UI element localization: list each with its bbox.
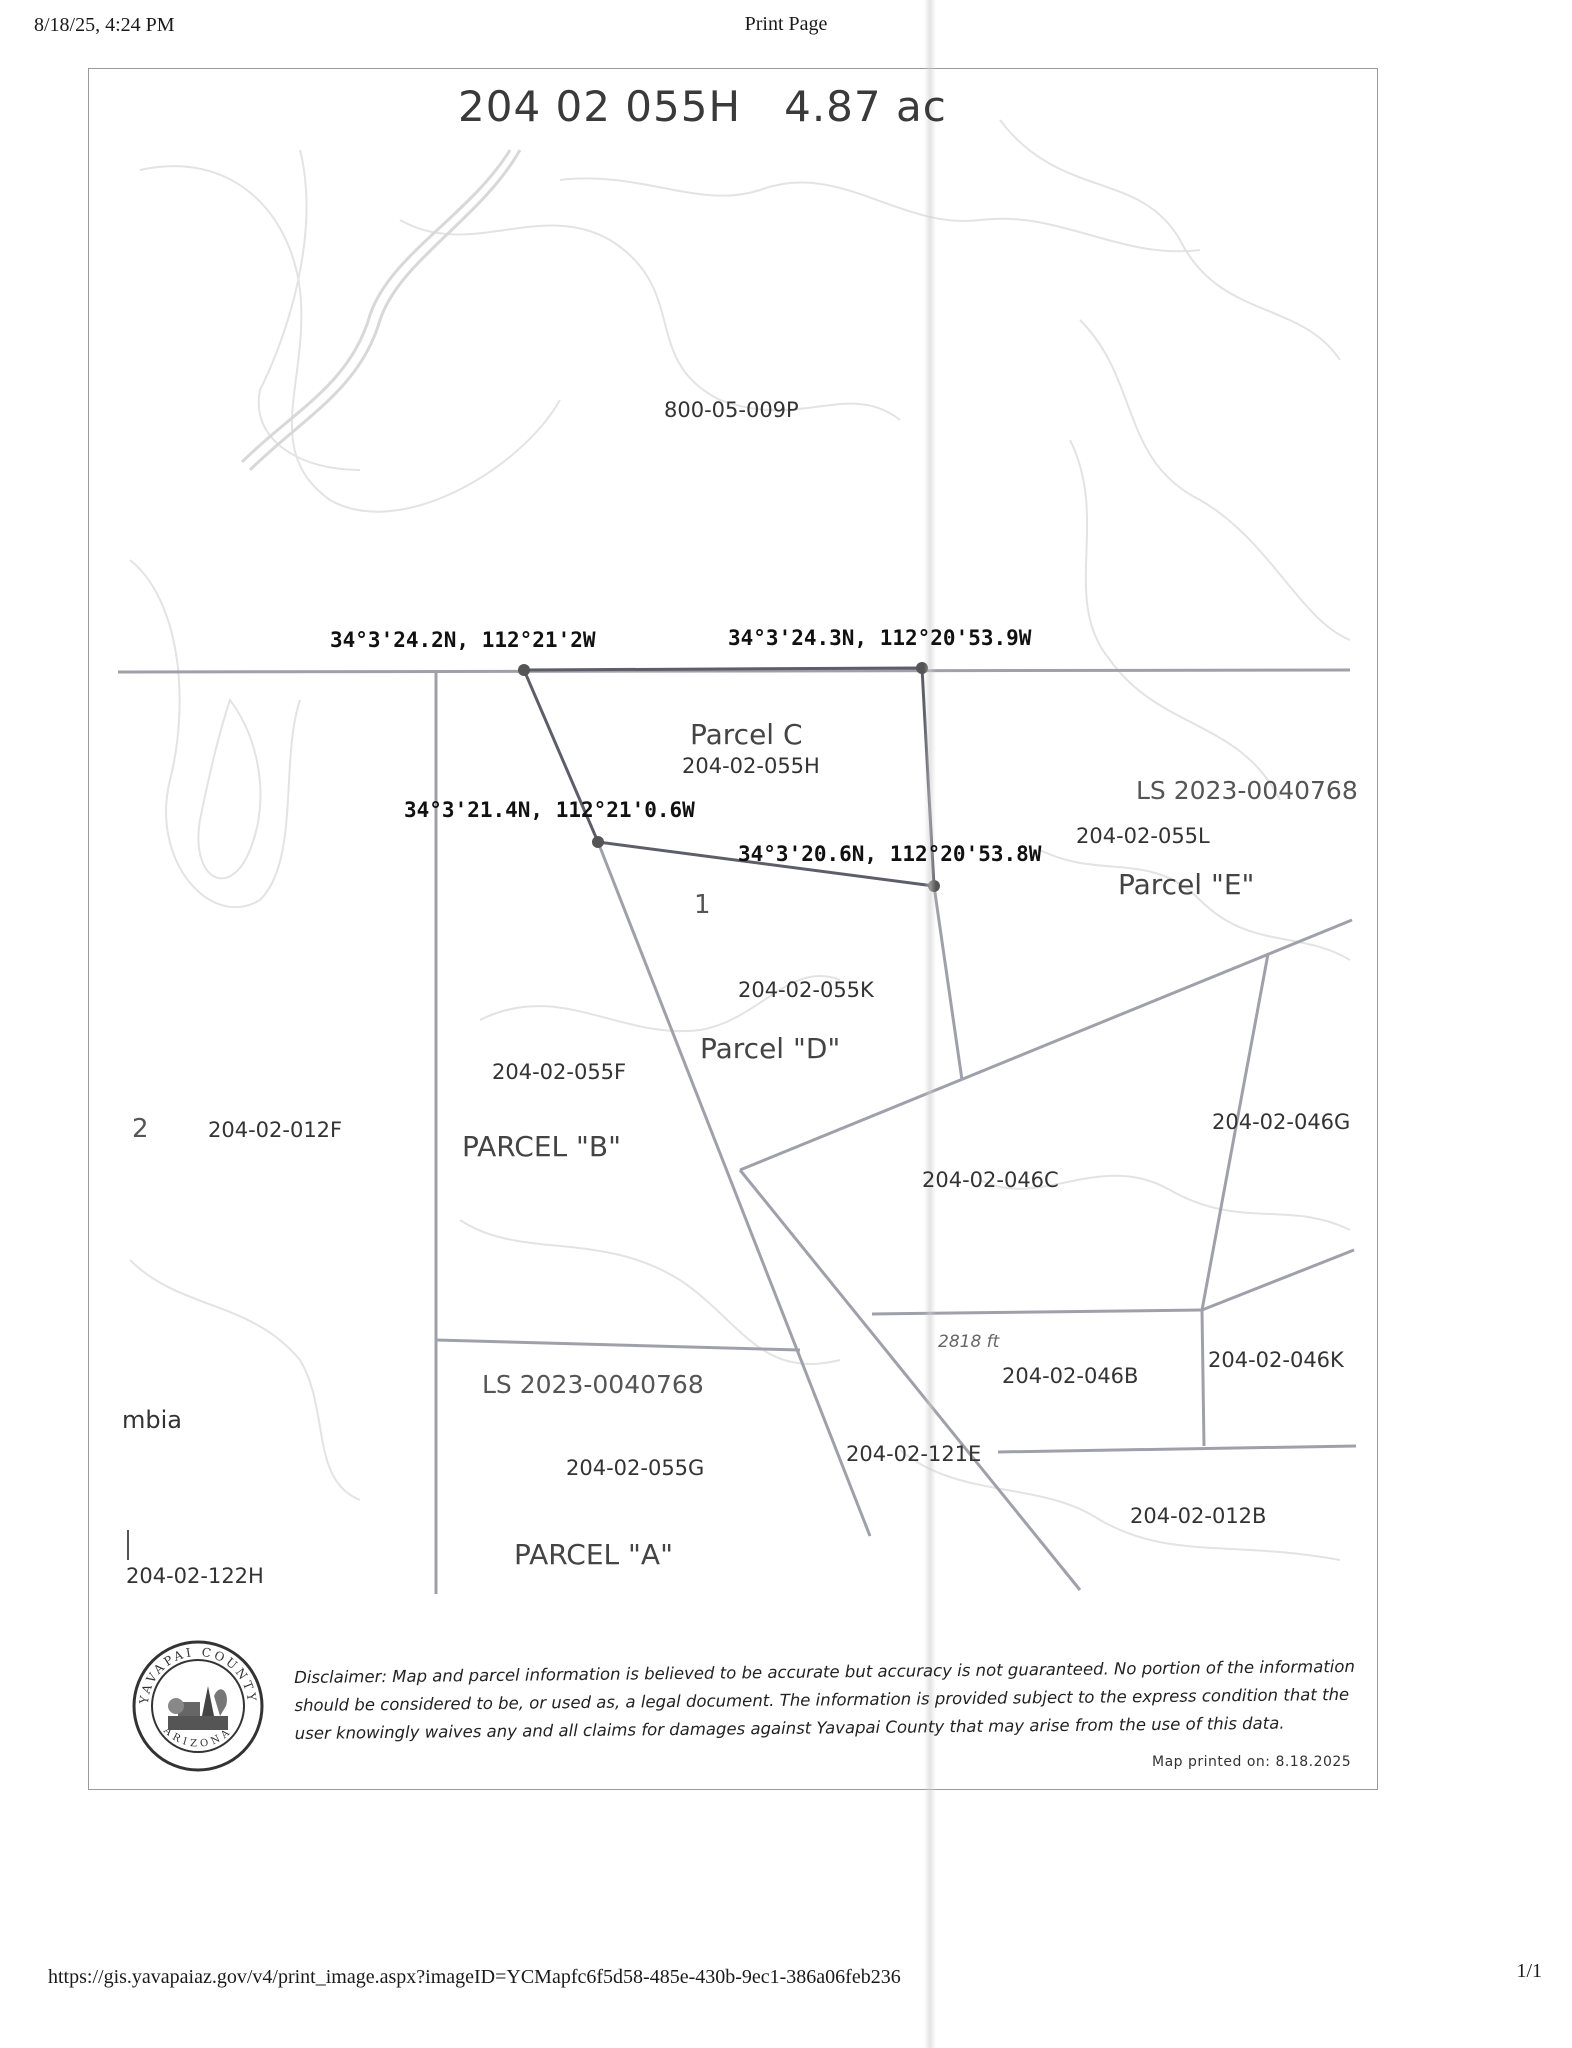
contour-line xyxy=(479,974,841,1033)
parcel-line-055g-north xyxy=(435,1338,801,1352)
parcel-a-apn: 204-02-055G xyxy=(566,1456,705,1480)
parcel-label-north: 800-05-009P xyxy=(664,398,799,422)
parcel-d-name: Parcel "D" xyxy=(700,1032,841,1065)
vertex-nw xyxy=(518,664,530,676)
parcel-west-apn: 204-02-012F xyxy=(208,1118,343,1142)
elevation-label: 2818 ft xyxy=(938,1332,1000,1352)
contour-line xyxy=(999,119,1341,361)
vertex-se xyxy=(928,880,940,892)
parcel-121e-apn: 204-02-121E xyxy=(846,1442,982,1466)
lot-split-label-east: LS 2023-0040768 xyxy=(1136,776,1358,805)
parcel-122h-apn: 204-02-122H xyxy=(126,1564,264,1588)
parcel-d-apn: 204-02-055K xyxy=(738,978,874,1002)
contour-line xyxy=(1039,849,1351,961)
parcel-line-046g-west xyxy=(1200,953,1270,1311)
vertex-ne xyxy=(916,662,928,674)
coordinate-label-ne: 34°3'24.3N, 112°20'53.9W xyxy=(728,626,1032,650)
print-page-number: 1/1 xyxy=(1516,1960,1542,1982)
parcel-012b-apn: 204-02-012B xyxy=(1130,1504,1267,1528)
county-seal-logo: YAVAPAI COUNTY ARIZONA xyxy=(128,1636,268,1776)
contour-line xyxy=(1079,319,1351,641)
map-sheet xyxy=(88,68,1378,1790)
parcel-c-name: Parcel C xyxy=(690,718,803,751)
parcel-c-apn: 204-02-055H xyxy=(682,754,820,778)
road-north-boundary xyxy=(117,668,1351,674)
parcel-046g-apn: 204-02-046G xyxy=(1212,1110,1351,1134)
map-title: 204 02 055H 4.87 ac xyxy=(458,82,947,131)
contour-line xyxy=(399,219,901,421)
parcel-line-ne xyxy=(739,918,1353,1172)
contour-line xyxy=(257,149,361,471)
parcel-line-diagonal-121e xyxy=(738,1169,1082,1591)
contour-line xyxy=(979,1174,1351,1231)
contour-line xyxy=(1069,439,1281,801)
coordinate-label-nw: 34°3'24.2N, 112°21'2W xyxy=(330,628,596,652)
parcel-a-name: PARCEL "A" xyxy=(514,1538,673,1571)
parcel-line-diagonal-d xyxy=(596,841,872,1537)
river-curve xyxy=(240,149,522,472)
parcel-line-046c-south xyxy=(871,1308,1203,1316)
print-url: https://gis.yavapaiaz.gov/v4/print_image… xyxy=(48,1966,901,1988)
lot-number-2: 2 xyxy=(132,1114,149,1144)
cut-off-place-name: mbia xyxy=(122,1406,182,1434)
parcel-line-south-e xyxy=(997,1444,1357,1454)
parcel-046c-apn: 204-02-046C xyxy=(922,1168,1059,1192)
topo-contours xyxy=(129,119,1351,1561)
parcel-b-name: PARCEL "B" xyxy=(462,1130,622,1163)
contour-line xyxy=(129,559,301,908)
vertex-sw xyxy=(592,836,604,848)
map-printed-date: Map printed on: 8.18.2025 xyxy=(1152,1754,1352,1770)
disclaimer-text: Disclaimer: Map and parcel information i… xyxy=(294,1656,1355,1743)
parcel-e-apn: 204-02-055L xyxy=(1076,824,1210,848)
parcel-b-apn: 204-02-055F xyxy=(492,1060,627,1084)
contour-line xyxy=(459,1219,841,1365)
contour-line xyxy=(139,165,561,513)
coordinate-label-se: 34°3'20.6N, 112°20'53.8W xyxy=(738,842,1042,866)
contour-line xyxy=(129,1259,361,1501)
parcel-line-east-d xyxy=(932,885,964,1081)
parcel-e-name: Parcel "E" xyxy=(1118,868,1255,901)
lot-number-1: 1 xyxy=(694,890,711,920)
contour-line xyxy=(197,697,262,880)
parcel-line-046k-west xyxy=(1200,1309,1206,1447)
lot-split-label-south: LS 2023-0040768 xyxy=(482,1370,704,1399)
parcel-046b-apn: 204-02-046B xyxy=(1002,1364,1139,1388)
contour-line xyxy=(559,177,1201,253)
print-datetime: 8/18/25, 4:24 PM xyxy=(34,14,175,36)
print-page-title: Print Page xyxy=(744,13,828,35)
parcel-line-046k-ne xyxy=(1201,1248,1355,1312)
contour-line xyxy=(899,1449,1341,1561)
parcel-lines xyxy=(117,668,1357,1594)
coordinate-label-sw: 34°3'21.4N, 112°21'0.6W xyxy=(404,798,695,822)
parcel-046k-apn: 204-02-046K xyxy=(1208,1348,1344,1372)
